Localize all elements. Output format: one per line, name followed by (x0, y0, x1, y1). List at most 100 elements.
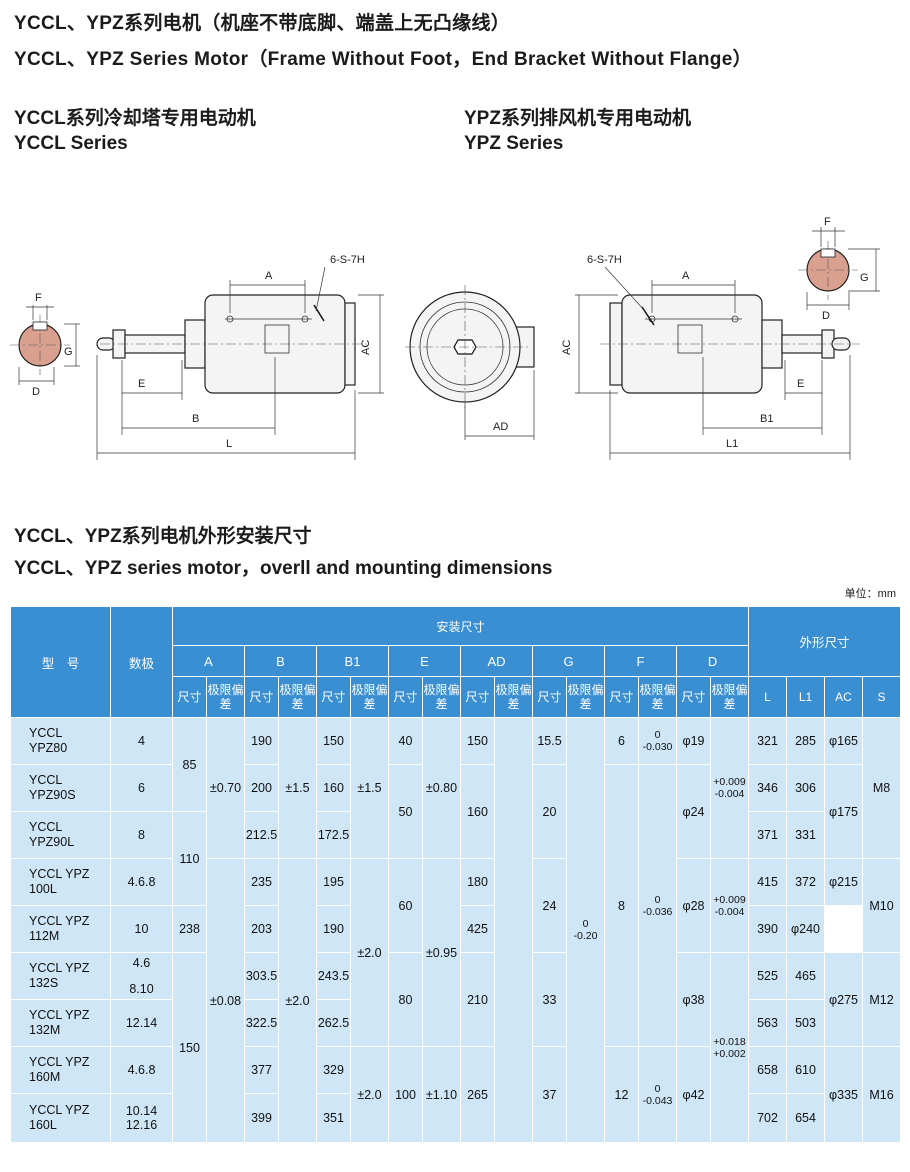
header-group-b: B (244, 645, 317, 677)
ac-cell: φ335 (824, 1046, 864, 1143)
ad-cell: 180 (460, 858, 495, 906)
ypz-motor-side-view: 6-S-7H A AC E B1 L1 (561, 254, 860, 460)
poles-cell: 10.14 12.16 (110, 1093, 173, 1143)
header-l1: L1 (786, 676, 826, 718)
dim-l-left: L (226, 438, 232, 450)
table-row: YCCL YPZ 100L 4.6.8 ±0.08 235 ±2.0 195 ±… (10, 858, 902, 1143)
a-cell: 85 (172, 717, 207, 812)
dim-g-left: G (64, 346, 73, 358)
e-cell: 40 (388, 717, 423, 765)
header-size: 尺寸 (244, 676, 279, 718)
model-cell: YCCL YPZ 160L (10, 1093, 111, 1143)
model-cell: YCCL YPZ 132S (10, 952, 111, 1000)
l1-cell: 331 (786, 811, 826, 859)
d-tol-cell: +0.009 -0.004 (709, 717, 750, 859)
model-cell: YCCL YPZ 112M (10, 905, 111, 953)
table-row: YCCL YPZ80 4 85 ±0.70 190 ±1.5 150 ±1.5 … (10, 717, 902, 1143)
a-tol-cell: ±0.70 (206, 717, 245, 859)
table-row: YCCL YPZ 132M 12.14 322.5 262.5 563 503 (10, 999, 901, 1047)
poles-cell: 12.14 (110, 999, 173, 1047)
header-size: 尺寸 (676, 676, 711, 718)
dim-ad: AD (493, 421, 508, 433)
e-tol-cell: ±0.80 (422, 717, 461, 859)
s-cell: M16 (862, 1046, 902, 1143)
b1-cell: 243.5 (316, 952, 351, 1000)
yccl-title-en: YCCL Series (14, 133, 128, 154)
dim-f-left: F (35, 292, 42, 304)
model-cell: YCCL YPZ90L (10, 811, 111, 859)
header-tol: 极限偏差 (350, 676, 389, 718)
l-cell: 525 (748, 952, 788, 1000)
e-cell: 60 (388, 858, 423, 953)
header-tol: 极限偏差 (709, 676, 750, 718)
g-tol-cell: 0 -0.20 (566, 717, 605, 1143)
ad-cell: 210 (460, 952, 495, 1047)
poles-cell: 4 (110, 717, 173, 765)
header-ac: AC (824, 676, 864, 718)
poles-cell: 4.6 8.10 (110, 952, 173, 1000)
d-tol-cell: +0.018 +0.002 (709, 952, 750, 1143)
header-group-ad: AD (460, 645, 533, 677)
ac-cell: φ240 (786, 905, 826, 953)
f-tol-cell: 0 -0.043 (638, 1046, 677, 1143)
header-size: 尺寸 (172, 676, 207, 718)
ad-tol-cell (494, 717, 533, 1143)
b1-cell: 195 (316, 858, 351, 906)
b-tol-cell: ±1.5 (278, 717, 317, 859)
l-cell: 321 (748, 717, 788, 765)
f-cell: 6 (604, 717, 639, 765)
b1-cell: 160 (316, 764, 351, 812)
l-cell: 563 (748, 999, 788, 1047)
b1-tol-cell: ±2.0 (350, 1046, 389, 1143)
g-cell: 37 (532, 1046, 567, 1143)
d-cell: φ42 (676, 1046, 711, 1143)
e-cell: 100 (388, 1046, 423, 1143)
ad-cell: 190 (316, 905, 351, 953)
a-tol-cell: ±0.08 (206, 858, 245, 1143)
header-s: S (862, 676, 902, 718)
l-cell: 415 (748, 858, 788, 906)
yccl-shaft-section: F G D (10, 292, 80, 398)
l-cell: 371 (748, 811, 788, 859)
section-title-en: YCCL、YPZ series motor，overll and mountin… (14, 558, 553, 579)
b-cell: 235 (244, 858, 279, 906)
b-cell: 399 (244, 1093, 279, 1143)
ac-cell: φ275 (824, 952, 864, 1047)
l-cell: 425 (460, 905, 495, 953)
b-cell: 377 (244, 1046, 279, 1094)
l1-cell: 306 (786, 764, 826, 812)
ac-cell: φ175 (824, 764, 864, 859)
ac-cell: φ165 (824, 717, 864, 765)
header-tol: 极限偏差 (278, 676, 317, 718)
poles-cell: 8 (110, 811, 173, 859)
dim-e-left: E (138, 378, 145, 390)
table-row: YCCL YPZ 160M 4.6.8 377 329 ±2.0 100 ±1.… (10, 1046, 902, 1143)
ad-cell: 160 (460, 764, 495, 859)
label-holes-left: 6-S-7H (330, 254, 365, 266)
dim-d-left: D (32, 386, 40, 398)
e-cell: 50 (388, 764, 423, 859)
a-cell: 110 (172, 811, 207, 906)
table-row: YCCL YPZ 132S 4.6 8.10 150 303.5 243.5 8… (10, 952, 902, 1143)
table-row: YCCL YPZ 160L 10.14 12.16 399 351 702 65… (10, 1093, 901, 1143)
b1-tol-cell: ±1.5 (350, 717, 389, 859)
header-group-e: E (388, 645, 461, 677)
e-cell: 80 (388, 952, 423, 1047)
header-size: 尺寸 (604, 676, 639, 718)
dim-g-right: G (860, 272, 869, 284)
d-cell: φ19 (676, 717, 711, 765)
label-holes-right: 6-S-7H (587, 254, 622, 266)
d-cell: φ38 (676, 952, 711, 1047)
g-cell: 24 (532, 858, 567, 953)
dim-ac-right: AC (561, 340, 573, 355)
unit-label: 单位：mm (844, 588, 896, 600)
a-cell: 150 (172, 952, 207, 1143)
header-tol: 极限偏差 (494, 676, 533, 718)
b-cell: 238 (172, 905, 207, 953)
dim-f-right: F (824, 216, 831, 228)
table-row: YCCL YPZ 112M 10 238 203 190 425 390 φ24… (10, 905, 901, 953)
f-tol-cell: 0 -0.030 (638, 717, 677, 765)
dim-d-right: D (822, 310, 830, 322)
poles-cell: 6 (110, 764, 173, 812)
header-model: 型 号 (10, 606, 111, 718)
